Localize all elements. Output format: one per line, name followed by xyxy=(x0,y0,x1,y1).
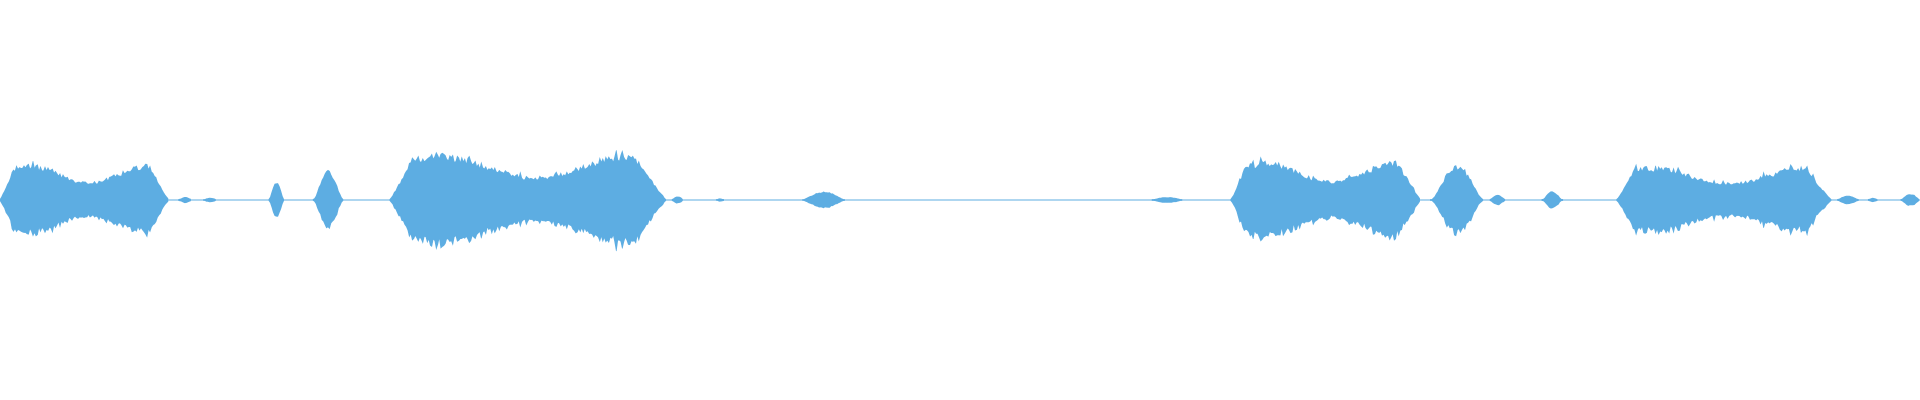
waveform-segment xyxy=(312,169,344,230)
waveform-segment xyxy=(1230,156,1420,242)
waveform-segment xyxy=(268,183,285,217)
waveform-segment xyxy=(802,191,845,209)
waveform-segment xyxy=(1616,163,1832,237)
waveform-segment xyxy=(1489,194,1506,206)
waveform-segment xyxy=(1430,165,1484,237)
waveform-segment xyxy=(1151,197,1183,203)
waveform-segment xyxy=(389,149,667,252)
waveform-segment xyxy=(1900,194,1920,206)
waveform-segment xyxy=(671,196,683,204)
waveform-segment xyxy=(178,197,191,204)
waveform-segment xyxy=(1867,197,1878,203)
waveform-segment xyxy=(203,197,216,203)
waveform-segment xyxy=(0,161,169,238)
waveform-segment xyxy=(1837,195,1859,205)
waveform-segment xyxy=(1541,191,1564,209)
waveform-segment xyxy=(715,198,724,202)
waveform-segments-layer xyxy=(0,149,1920,252)
